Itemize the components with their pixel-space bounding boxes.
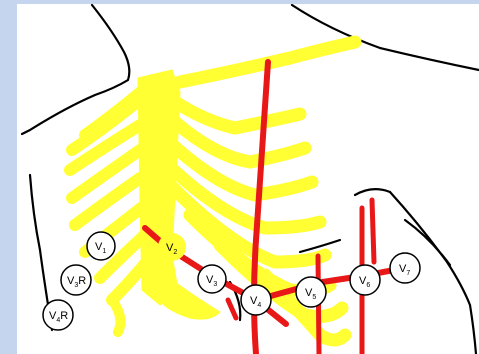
lead-v7: V7	[390, 253, 420, 283]
lead-v4: V4	[241, 285, 271, 315]
lead-v1: V1	[87, 232, 115, 260]
lead-v2: V2	[158, 233, 186, 261]
lead-v6: V6	[350, 265, 380, 295]
lead-v4r-circle	[43, 300, 73, 330]
lead-v4r: V4R	[43, 300, 73, 330]
lead-v3r: V3R	[61, 265, 91, 295]
lead-v5: V5	[296, 277, 326, 307]
lead-v3r-circle	[61, 265, 91, 295]
lead-v3: V3	[198, 265, 226, 293]
axillary-branch	[372, 200, 374, 262]
sternum	[138, 70, 180, 305]
